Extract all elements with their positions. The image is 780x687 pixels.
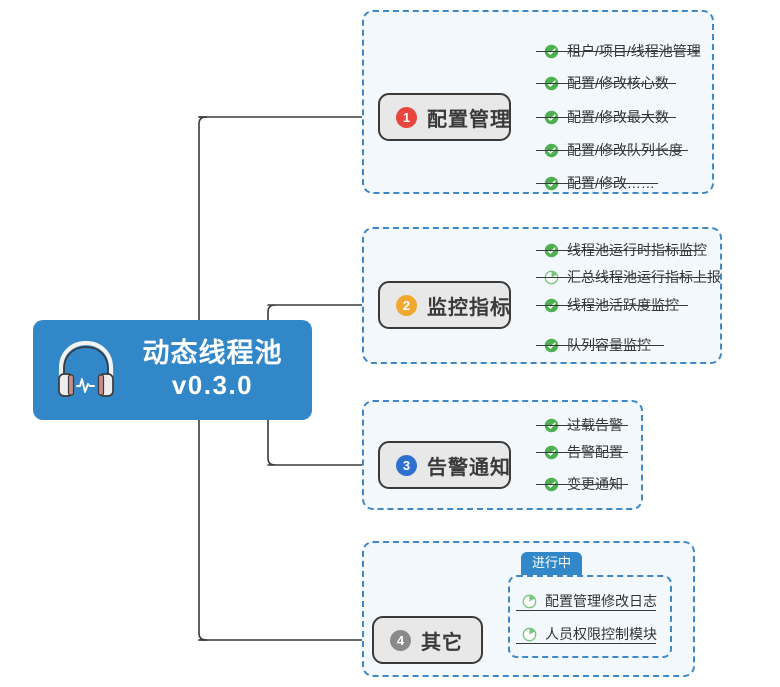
branch-badge-3: 3: [396, 454, 417, 476]
leaf-underline: [536, 425, 628, 426]
leaf-label: 人员权限控制模块: [545, 626, 657, 642]
leaf-underline: [536, 83, 676, 84]
branch-badge-4: 4: [390, 629, 411, 651]
branch-label-3: 告警通知: [427, 456, 511, 479]
branch-node-1[interactable]: 1 配置管理: [378, 93, 511, 141]
leaf-underline: [536, 250, 700, 251]
branch-node-3[interactable]: 3 告警通知: [378, 441, 511, 489]
leaf-underline: [536, 150, 688, 151]
leaf-underline: [536, 345, 664, 346]
leaf-underline: [536, 51, 700, 52]
leaf-underline: [516, 643, 656, 644]
leaf-underline: [536, 484, 628, 485]
in-progress-tag: 进行中: [521, 552, 583, 575]
leaf-item[interactable]: 配置管理修改日志: [522, 588, 657, 614]
leaf-label: 配置管理修改日志: [545, 593, 657, 609]
leaf-underline: [516, 610, 656, 611]
leaf-underline: [536, 117, 676, 118]
root-text-block: 动态线程池 v0.3.0: [125, 338, 312, 402]
branch-node-2[interactable]: 2 监控指标: [378, 281, 511, 329]
in-progress-group: [508, 575, 672, 658]
branch-label-1: 配置管理: [427, 108, 511, 131]
branch-node-4[interactable]: 4 其它: [372, 616, 483, 664]
leaf-item[interactable]: 人员权限控制模块: [522, 621, 657, 647]
root-title: 动态线程池: [142, 338, 283, 369]
leaf-underline: [536, 277, 712, 278]
branch-label-4: 其它: [421, 631, 463, 654]
pie-progress-icon: [522, 627, 537, 642]
leaf-underline: [536, 183, 658, 184]
leaf-underline: [536, 305, 688, 306]
headphones-waveform-icon: [47, 334, 125, 406]
leaf-underline: [536, 452, 628, 453]
pie-progress-icon: [522, 594, 537, 609]
root-node[interactable]: 动态线程池 v0.3.0: [33, 320, 312, 420]
root-version: v0.3.0: [171, 370, 254, 401]
branch-badge-1: 1: [396, 106, 417, 128]
branch-badge-2: 2: [396, 294, 417, 316]
branch-label-2: 监控指标: [427, 296, 511, 319]
